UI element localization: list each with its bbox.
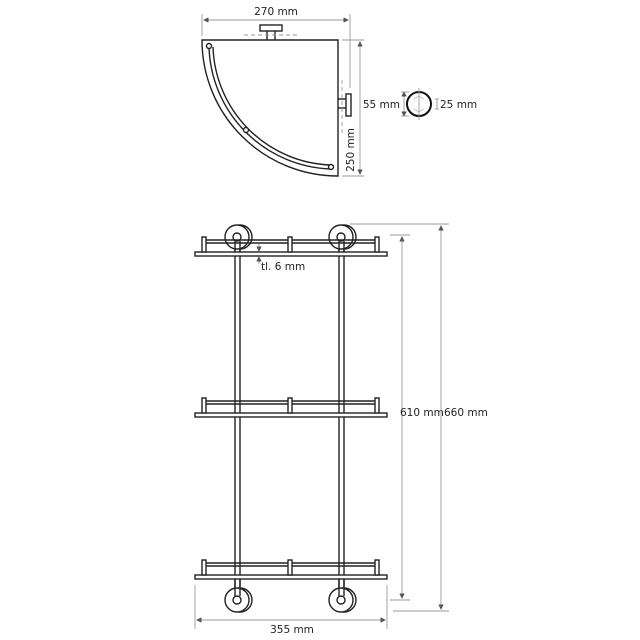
total-width-label: 355 mm [270,624,314,636]
rosette-height-label: 55 mm [363,99,400,111]
width-label: 270 mm [254,6,298,18]
shelf-bottom [194,559,388,580]
shelf-top [194,236,388,257]
depth-label: 250 mm [345,128,357,172]
top-view: 270 mm 250 mm 55 mm 25 [201,6,477,177]
side-bracket [345,93,352,117]
rosette-inner-label: 25 mm [440,99,477,111]
front-view: tl. 6 mm [194,223,488,636]
thickness-label: tl. 6 mm [261,261,305,273]
total-height-label: 660 mm [444,407,488,419]
shelf-middle [194,397,388,418]
top-bracket [259,24,283,32]
shelf-rail [208,46,332,170]
inner-height-label: 610 mm [400,407,444,419]
corner-shelf-outline [201,39,339,177]
